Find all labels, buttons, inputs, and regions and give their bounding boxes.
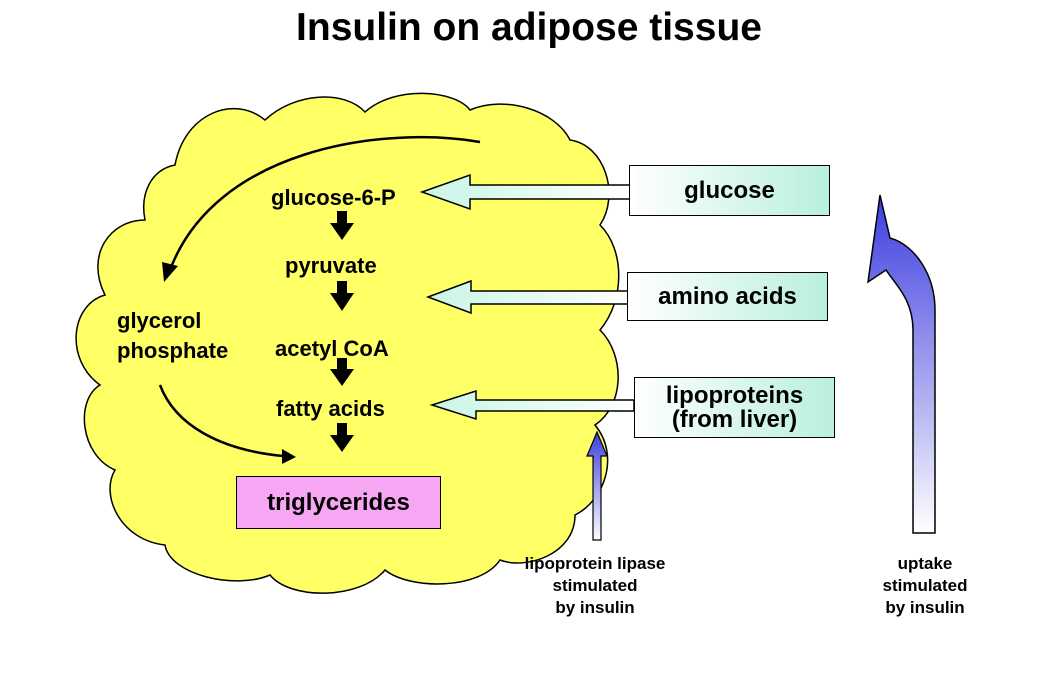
curve-glycerol-to-triglycerides	[158, 384, 284, 458]
adipose-cell	[75, 92, 620, 594]
triglycerides-box: triglycerides	[236, 476, 441, 529]
uptake-caption-line: by insulin	[885, 598, 965, 617]
pathway-arrow	[330, 423, 354, 452]
label-fatty-acids: fatty acids	[276, 396, 385, 421]
lpl-caption-line: lipoprotein lipase	[524, 554, 666, 573]
page-title: Insulin on adipose tissue	[296, 6, 762, 49]
pathway-arrow	[330, 358, 354, 386]
label-pyruvate: pyruvate	[285, 253, 377, 278]
label-triglycerides: triglycerides	[267, 488, 410, 516]
amino-acids-box: amino acids	[627, 272, 828, 321]
uptake-caption: uptake stimulated by insulin	[860, 553, 990, 619]
lpl-caption: lipoprotein lipase stimulated by insulin	[495, 553, 695, 619]
label-phosphate: phosphate	[117, 338, 229, 363]
label-acetyl-coa: acetyl CoA	[275, 336, 389, 361]
label-lipoproteins: lipoproteins	[665, 381, 804, 409]
label-glucose-6-p: glucose-6-P	[271, 185, 396, 210]
label-glucose: glucose	[684, 176, 775, 204]
curve-g6p-to-glycerol	[168, 136, 481, 271]
lpl-caption-line: stimulated	[552, 576, 638, 595]
pathway-arrow	[330, 211, 354, 240]
glucose-box: glucose	[629, 165, 830, 216]
curve-arrowhead-2	[282, 449, 296, 464]
curve-arrowhead-1	[162, 262, 178, 282]
lipoproteins-box: lipoproteins (from liver)	[634, 377, 835, 438]
uptake-insulin-arrow	[867, 194, 936, 534]
label-glycerol: glycerol	[117, 308, 202, 333]
pathway-arrow	[330, 281, 354, 311]
lpl-insulin-arrow	[586, 430, 608, 541]
uptake-caption-line: uptake	[897, 554, 953, 573]
label-amino-acids: amino acids	[658, 282, 797, 310]
uptake-caption-line: stimulated	[882, 576, 968, 595]
lpl-caption-line: by insulin	[555, 598, 635, 617]
label-from-liver: (from liver)	[671, 405, 798, 433]
